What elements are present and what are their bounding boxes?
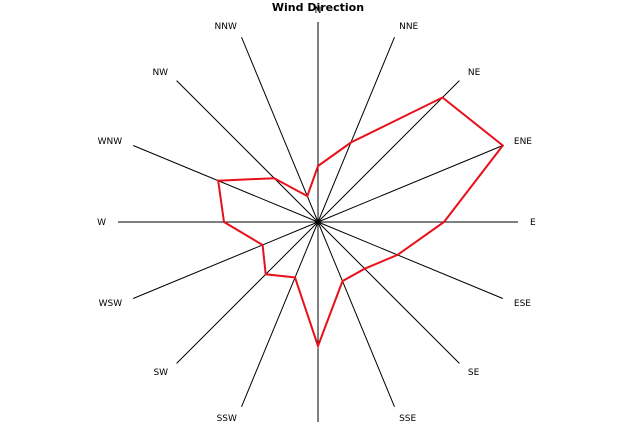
wind-series (217, 96, 505, 349)
data-point-ssw (294, 276, 296, 279)
spoke-wsw (133, 221, 319, 299)
data-point-sse (341, 280, 344, 283)
spoke-se (317, 221, 460, 364)
direction-label-e: E (530, 218, 536, 228)
spoke-ene (317, 145, 503, 223)
spoke-ese (317, 221, 503, 299)
direction-label-se: SE (468, 368, 480, 378)
chart-title: Wind Direction (272, 1, 364, 14)
spoke-nne (317, 37, 395, 223)
spoke-sse (317, 221, 395, 407)
direction-label-ne: NE (468, 68, 481, 78)
data-point-nw (273, 177, 276, 180)
spoke-nw (176, 80, 319, 223)
data-point-se (363, 267, 366, 270)
data-point-nne (349, 141, 352, 144)
direction-label-n: N (315, 6, 322, 16)
direction-label-nw: NW (152, 68, 168, 78)
data-point-wsw (261, 244, 264, 246)
spoke-nnw (241, 37, 319, 223)
direction-label-nnw: NNW (215, 22, 237, 32)
direction-label-nne: NNE (399, 22, 418, 32)
data-point-ne (441, 96, 444, 99)
spoke-wnw (133, 145, 319, 223)
direction-label-wnw: WNW (98, 137, 123, 147)
data-point-w (223, 221, 225, 223)
data-point-sw (264, 273, 267, 276)
data-point-ene (501, 144, 504, 147)
direction-label-sw: SW (153, 368, 168, 378)
direction-label-ssw: SSW (217, 414, 237, 424)
spoke-ne (317, 80, 460, 223)
data-point-n (317, 165, 319, 167)
spoke-sw (176, 221, 319, 364)
direction-label-ene: ENE (514, 137, 532, 147)
data-point-wnw (217, 179, 220, 182)
direction-label-wsw: WSW (99, 299, 123, 309)
direction-label-w: W (97, 218, 106, 228)
data-point-e (443, 221, 445, 223)
direction-label-ese: ESE (514, 299, 531, 309)
data-point-ese (396, 253, 399, 256)
direction-label-sse: SSE (399, 414, 416, 424)
data-point-s (317, 345, 319, 347)
data-point-nnw (306, 195, 309, 198)
spoke-ssw (241, 221, 319, 407)
direction-labels: NNNENEENEEESESESSESSSWSWWSWWWNWNWNNW (97, 6, 536, 435)
axis-spokes (118, 22, 518, 422)
